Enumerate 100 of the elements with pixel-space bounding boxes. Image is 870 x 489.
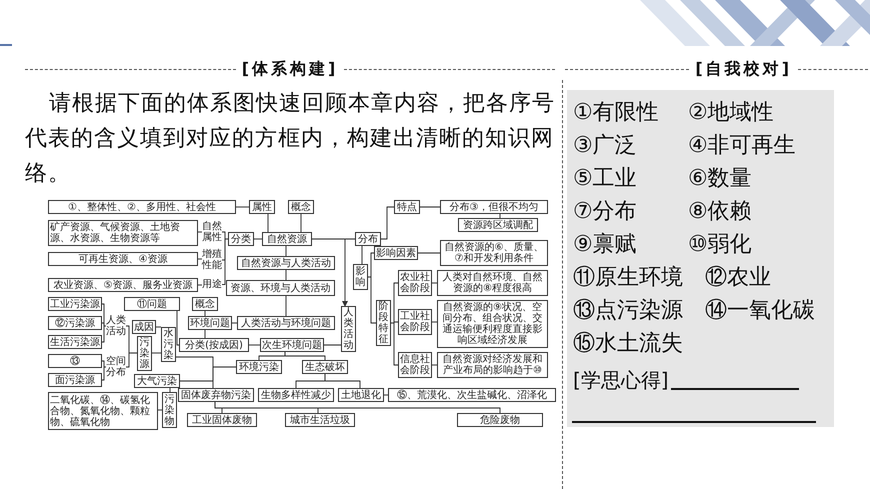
answer-text: ②地域性 — [688, 100, 774, 126]
concept-box: 面污染源 — [48, 373, 102, 387]
category-label: 人类活动 — [106, 314, 126, 338]
concept-box: 属性 — [249, 200, 275, 214]
answer-text: ⑪原生环境 — [573, 264, 683, 290]
connector-line — [232, 322, 238, 324]
connector-line — [204, 330, 206, 338]
concept-box: ①、整体性、②、多用性、社会性 — [48, 200, 236, 214]
concept-box: 大气污染 — [134, 374, 180, 388]
vertical-box-text: 影响 — [356, 266, 366, 288]
connector-line — [420, 206, 440, 208]
answer-text: ⑩弱化 — [688, 232, 752, 258]
connector-line — [102, 326, 106, 342]
connector-line — [390, 282, 398, 324]
concept-box: 自然资源 — [262, 232, 312, 246]
concept-box: 土地退化 — [338, 388, 384, 402]
concept-box: 分布③，但很不均匀 — [440, 200, 548, 214]
connector-line — [236, 206, 250, 208]
concept-box: 分布 — [355, 232, 381, 246]
concept-box: 成因 — [132, 320, 156, 334]
concept-box: 固体废弃物污染 — [178, 388, 254, 402]
concept-box: 人类活动与环境问题 — [237, 316, 335, 330]
answer-text: ③广泛 — [573, 132, 638, 158]
vertical-box-text: 水污染 — [164, 328, 174, 361]
concept-box: 生态破坏 — [302, 360, 348, 374]
concept-box: 信息社会阶段 — [398, 352, 432, 378]
answer-text: ⑤工业 — [573, 166, 638, 192]
concept-box: 农业资源、⑤资源、服务业资源 — [48, 278, 198, 292]
connector-line — [300, 214, 302, 232]
category-label: 自然属性 — [202, 220, 222, 244]
concept-box: ⑬ — [48, 354, 102, 368]
concept-box: 分类(按成因) — [179, 338, 249, 352]
connector-line — [176, 310, 180, 346]
concept-box: 工业社会阶段 — [398, 309, 432, 335]
concept-box: 资源跨区域调配 — [458, 218, 538, 232]
concept-box: 生活污染源 — [48, 335, 102, 349]
category-label: 增殖性能 — [202, 248, 222, 272]
connector-line — [254, 238, 262, 240]
concept-box: 环境问题 — [188, 316, 232, 330]
connector-line — [384, 394, 388, 396]
connector-line — [156, 326, 162, 328]
concept-box: 影响因素 — [374, 246, 418, 260]
connector-line — [102, 360, 106, 368]
connector-line — [152, 352, 162, 354]
connector-line — [222, 232, 228, 240]
connector-line — [284, 352, 326, 360]
concept-box: 工业污染源 — [48, 297, 102, 311]
vertical-box-text: 污染源 — [140, 337, 150, 370]
concept-box: ⑫污染源 — [48, 316, 102, 330]
concept-box: 概念 — [288, 200, 314, 214]
concept-box: 矿产资源、气候资源、土地资源、水资源、生物资源等 — [48, 220, 198, 246]
connector-line — [418, 252, 440, 254]
concept-box: 可再生资源、④资源 — [48, 252, 198, 266]
connector-line — [248, 344, 260, 346]
concept-box: 城市生活垃圾 — [285, 413, 355, 427]
arrow — [312, 238, 348, 307]
reflection-heading: [学思心得] — [573, 367, 669, 393]
answer-text: ⑫农业 — [705, 264, 771, 290]
concept-box: ⑮、荒漠化、次生盐碱化、沼泽化 — [388, 388, 556, 402]
connector-line — [204, 310, 206, 316]
concept-box: 自然资源的⑨状况、空间分布、组合状况、交通运输便利程度直接影响区域经济发展 — [437, 300, 548, 348]
concept-box: 特点 — [394, 200, 420, 214]
connector-line — [432, 282, 438, 284]
concept-box: 环境污染 — [236, 360, 282, 374]
connector-line — [198, 284, 202, 286]
answer-text: ⑦分布 — [573, 198, 638, 224]
concept-box: 人类对自然环境、自然资源的⑧程度很高 — [437, 270, 548, 296]
vertical-box-text: 阶段特征 — [378, 301, 388, 345]
concept-box: 二氧化碳、⑭、碳氢化合物、氮氧化物、颗粒物、硫氧化物 — [48, 392, 158, 430]
vertical-box-text: 人类活动 — [344, 307, 354, 351]
answer-text: ⑮水土流失 — [573, 330, 683, 356]
concept-box: 自然资源的⑥、质量、⑦和开发利用条件 — [440, 240, 548, 266]
answer-text: ④非可再生 — [688, 132, 796, 158]
concept-box: 工业固体废物 — [187, 413, 257, 427]
connector-line — [368, 276, 376, 324]
vertical-box-text: 污染物 — [164, 394, 174, 426]
connector-line — [380, 206, 394, 240]
connector-line — [222, 238, 228, 285]
section-heading: [体系构建] — [242, 58, 338, 80]
concept-box: 农业社会阶段 — [398, 270, 432, 296]
connector-line — [324, 344, 342, 346]
concept-box: 分类 — [228, 232, 254, 246]
category-label: 用途 — [202, 278, 222, 291]
answer-text: ⑧依赖 — [688, 198, 752, 224]
concept-box: 自然资源对经济发展和产业布局的影响趋于⑩ — [437, 352, 548, 378]
connector-line — [368, 252, 374, 278]
concept-box: 危险废物 — [457, 413, 543, 427]
category-label: 空间分布 — [106, 355, 126, 379]
connector-line — [126, 352, 138, 368]
concept-box: 资源、环境与人类活动 — [226, 280, 335, 296]
answer-text: ⑬点污染源 — [573, 298, 683, 324]
answer-text: ⑭一氧化碳 — [705, 298, 815, 324]
answer-text: ①有限性 — [573, 100, 660, 126]
connector-line — [102, 366, 106, 380]
concept-box: 概念 — [192, 297, 218, 311]
connector-line — [214, 402, 500, 414]
section-heading: [自我校对] — [695, 58, 792, 80]
connector-line — [432, 364, 438, 366]
connector-line — [198, 258, 202, 260]
concept-box: 次生环境问题 — [260, 338, 324, 352]
